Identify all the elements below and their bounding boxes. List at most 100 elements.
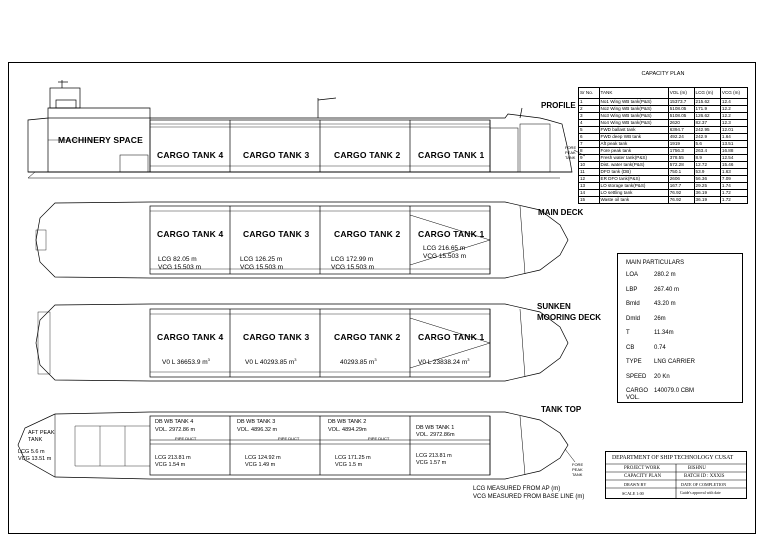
sd-vol-1: V0 L 23838.24 m3 — [418, 357, 470, 367]
col-vcg: VCG (m) — [719, 87, 749, 99]
md-lcg-4: LCG 82.05 m — [158, 256, 197, 263]
aft-vcg: VCG 13.51 m — [18, 456, 52, 462]
title-block-grid — [605, 463, 747, 499]
date-label: DATE OF COMPLETION — [681, 482, 727, 487]
md-lcg-1: LCG 216.65 m — [423, 245, 466, 252]
sd-vol-4: V0 L 36653.9 m3 — [162, 357, 210, 367]
capacity-cell: 5 — [578, 126, 600, 134]
capacity-cell: ER DFO tank(P&S) — [598, 175, 669, 183]
capacity-cell: No2 Wing WB tank(P&S) — [598, 105, 669, 113]
sheet-label: CAPACITY PLAN — [624, 474, 662, 479]
capacity-cell: 4 — [578, 119, 600, 127]
capacity-cell: 171.9 — [693, 105, 721, 113]
capacity-plan-title: CAPACITY PLAN — [641, 71, 685, 77]
profile-fore-peak-1: FORE — [565, 145, 577, 150]
db-vcg-4: VCG 1.54 m — [155, 462, 186, 468]
drawing-border — [8, 62, 756, 534]
md-vcg-3: VCG 15.503 m — [240, 264, 283, 271]
machinery-space-label: MACHINERY SPACE — [58, 135, 144, 145]
capacity-cell: 1.72 — [719, 196, 749, 204]
particular-value: 20 Kn — [654, 373, 670, 380]
db-name-3: DB WB TANK 3 — [237, 419, 276, 425]
lcg-note: LCG MEASURED FROM AP (m) — [473, 486, 561, 492]
capacity-cell: 6 — [578, 133, 600, 141]
capacity-cell: 76.92 — [667, 189, 695, 197]
capacity-cell: 126.62 — [693, 112, 721, 120]
sunken-title-1: SUNKEN — [537, 302, 571, 311]
sunken-title-2: MOORING DECK — [537, 313, 601, 322]
capacity-cell: 5.6 — [693, 140, 721, 148]
capacity-cell: FWD deep WB tank — [598, 133, 669, 141]
capacity-cell: 12.54 — [719, 154, 749, 162]
profile-cargo-tank-3: CARGO TANK 3 — [243, 150, 310, 160]
particular-key: Dmld — [626, 315, 641, 322]
particular-key: CB — [626, 344, 635, 351]
md-cargo-tank-1: CARGO TANK 1 — [418, 229, 485, 239]
particular-key: LOA — [626, 272, 639, 278]
profile-cargo-tank-2: CARGO TANK 2 — [334, 150, 401, 160]
capacity-cell: 56.36 — [693, 175, 721, 183]
sd-cargo-tank-3: CARGO TANK 3 — [243, 332, 310, 342]
capacity-cell: 14 — [578, 189, 600, 197]
capacity-cell: 13 — [578, 182, 600, 190]
capacity-cell: 242.95 — [693, 126, 721, 134]
capacity-cell: Aft peak tank — [598, 140, 669, 148]
col-lcg: LCG (m) — [693, 87, 721, 99]
aft-peak-label-1: AFT PEAK — [28, 430, 55, 436]
md-vcg-2: VCG 15.503 m — [331, 264, 374, 271]
capacity-cell: 5108.05 — [667, 105, 695, 113]
sunken-deck-view — [35, 303, 569, 382]
tt-fore-peak-3: TANK — [572, 472, 583, 477]
db-vol-2: VOL. 4894.29m — [328, 427, 367, 433]
particular-value: LNG CARRIER — [654, 359, 696, 365]
particular-key: Bmld — [626, 301, 640, 307]
db-lcg-2: LCG 171.25 m — [335, 455, 371, 461]
title-block: DEPARTMENT OF SHIP TECHNOLOGY CUSAT PROJ… — [605, 451, 747, 499]
pipe-duct-2: PIPE DUCT — [368, 436, 390, 441]
capacity-cell: 8.9 — [693, 154, 721, 162]
aft-peak-label-2: TANK — [28, 437, 43, 443]
db-vcg-2: VCG 1.5 m — [335, 462, 363, 468]
capacity-cell: 15.46 — [719, 161, 749, 169]
sd-vol-2: 40293.85 m3 — [340, 357, 377, 367]
particular-key: SPEED — [626, 373, 647, 380]
profile-cargo-tank-1: CARGO TANK 1 — [418, 150, 485, 160]
profile-view — [27, 80, 573, 179]
capacity-cell: 215.62 — [693, 98, 721, 106]
vcg-note: VCG MEASURED FROM BASE LINE (m) — [473, 494, 585, 500]
md-cargo-tank-2: CARGO TANK 2 — [334, 229, 401, 239]
particular-value: 267.40 m — [654, 286, 680, 293]
particular-key: T — [626, 330, 630, 336]
md-lcg-3: LCG 126.25 m — [240, 256, 283, 263]
capacity-cell: LO storage tank(P&S) — [598, 182, 669, 190]
dept-label: DEPARTMENT OF SHIP TECHNOLOGY CUSAT — [612, 455, 734, 461]
capacity-cell: 12.01 — [719, 126, 749, 134]
particular-key: CARGO VOL. — [626, 388, 649, 401]
capacity-cell: 1.64 — [719, 133, 749, 141]
capacity-cell: 492.24 — [667, 133, 695, 141]
profile-fore-peak-3: TANK — [565, 155, 576, 160]
particular-value: 0.74 — [654, 344, 666, 351]
capacity-cell: 7 — [578, 140, 600, 148]
pipe-duct-4: PIPE DUCT — [175, 436, 197, 441]
capacity-cell: 5108.05 — [667, 112, 695, 120]
capacity-cell: No3 Wing WB tank(P&S) — [598, 112, 669, 120]
db-lcg-1: LCG 213.81 m — [416, 453, 452, 459]
main-deck-title: MAIN DECK — [538, 208, 584, 217]
project-label: PROJECT WORK — [624, 466, 660, 471]
db-name-2: DB WB TANK 2 — [328, 419, 367, 425]
capacity-cell: 12.4 — [719, 98, 749, 106]
tank-top-view — [17, 411, 569, 480]
batch-label: BATCH ID : XXXIS — [684, 474, 725, 479]
col-srno: Sr No. — [578, 87, 600, 99]
